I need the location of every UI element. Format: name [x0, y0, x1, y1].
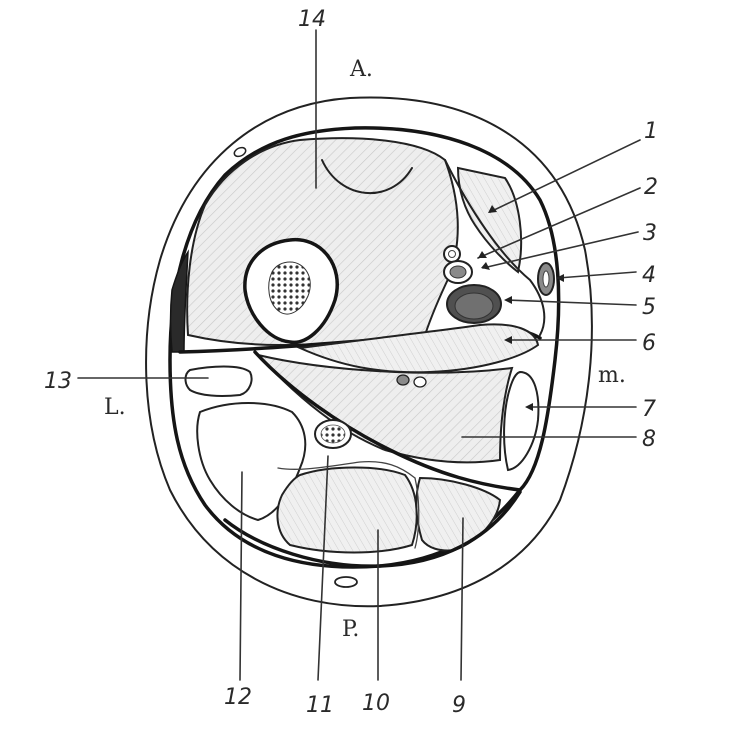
superficial-vessel-posterior — [334, 576, 358, 588]
medial-wedge-structure — [456, 166, 523, 274]
label-3: 3 — [643, 221, 657, 246]
label-13: 13 — [44, 369, 72, 394]
leader-1 — [489, 139, 641, 213]
label-4: 4 — [642, 263, 656, 288]
leader-4 — [557, 271, 637, 279]
arrowhead-6 — [504, 336, 512, 344]
vessel-3-inner — [449, 265, 467, 279]
label-8: 8 — [642, 427, 656, 452]
posterior-fascia — [223, 490, 522, 568]
arrowhead-7 — [525, 403, 533, 411]
muscle-septum-arc — [321, 159, 413, 194]
muscle-9 — [415, 476, 502, 552]
muscle-10 — [276, 466, 418, 554]
posterior-tibial-vessel-a — [396, 374, 410, 386]
vessel-2-inner — [448, 250, 456, 258]
leader-9 — [460, 517, 464, 681]
label-6: 6 — [642, 331, 656, 356]
leader-3 — [482, 231, 639, 269]
posterior-septa — [277, 460, 416, 479]
skin-outline — [145, 96, 593, 608]
muscle-13 — [184, 365, 253, 397]
label-1: 1 — [644, 119, 658, 144]
orientation-anterior: A. — [349, 57, 373, 82]
label-14: 14 — [298, 7, 326, 32]
leader-5 — [505, 299, 637, 306]
arrowhead-5 — [504, 296, 512, 304]
lateral-dark-band — [169, 249, 189, 353]
arrowhead-4 — [556, 274, 564, 282]
muscle-7 — [503, 370, 540, 472]
tibia-marrow — [268, 261, 311, 315]
leader-2 — [477, 187, 641, 259]
leader-12 — [239, 471, 243, 681]
label-5: 5 — [642, 295, 656, 320]
nerve-11-fascicles — [320, 424, 346, 444]
orientation-posterior: P. — [342, 617, 359, 642]
leader-11 — [317, 455, 329, 681]
posterior-septum — [253, 350, 522, 492]
label-9: 9 — [452, 693, 466, 718]
orientation-medial: m. — [598, 363, 626, 388]
vessel-5-inner — [454, 292, 494, 320]
label-12: 12 — [224, 685, 252, 710]
posterior-septa-2 — [414, 477, 420, 549]
orientation-lateral: L. — [104, 395, 126, 420]
arrowhead-1 — [488, 205, 497, 213]
label-7: 7 — [642, 397, 656, 422]
label-11: 11 — [306, 693, 334, 718]
muscle-8 — [255, 353, 514, 464]
superficial-vessel-anterior — [233, 146, 247, 158]
arrowhead-3 — [481, 262, 490, 270]
label-2: 2 — [644, 175, 658, 200]
posterior-tibial-vessel-b — [413, 376, 427, 388]
label-10: 10 — [362, 691, 390, 716]
medial-division-line — [444, 159, 546, 336]
arrowhead-2 — [478, 251, 487, 258]
superficial-vein-4-inner — [542, 270, 550, 288]
